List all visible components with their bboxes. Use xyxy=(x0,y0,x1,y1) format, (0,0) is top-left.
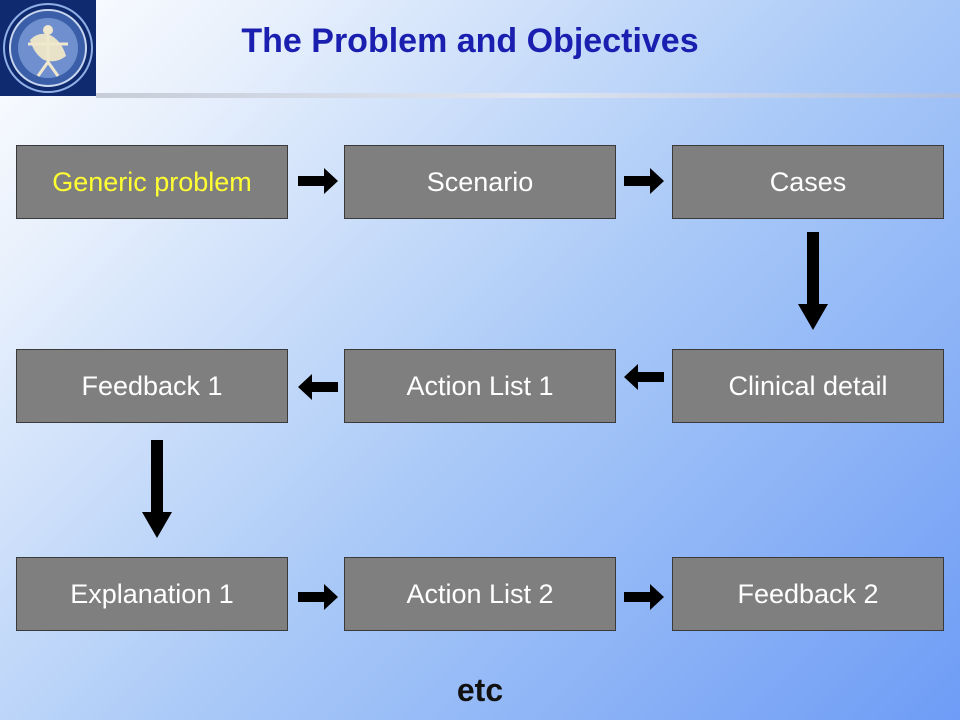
arrow-left-icon xyxy=(624,364,664,390)
title-divider xyxy=(96,93,960,98)
arrow-left-icon xyxy=(298,374,338,400)
node-cases: Cases xyxy=(672,145,944,219)
arrow-down-icon xyxy=(798,232,828,330)
arrow-right-icon xyxy=(624,584,664,610)
arrow-right-icon xyxy=(298,168,338,194)
continuation-text: etc xyxy=(456,672,504,708)
arrow-right-icon xyxy=(298,584,338,610)
node-clinical-detail: Clinical detail xyxy=(672,349,944,423)
slide-title: The Problem and Objectives xyxy=(241,22,699,60)
node-action-list-1: Action List 1 xyxy=(344,349,616,423)
consortium-logo xyxy=(0,0,96,96)
node-feedback-1: Feedback 1 xyxy=(16,349,288,423)
node-generic-problem: Generic problem xyxy=(16,145,288,219)
arrow-right-icon xyxy=(624,168,664,194)
node-explanation-1: Explanation 1 xyxy=(16,557,288,631)
node-action-list-2: Action List 2 xyxy=(344,557,616,631)
node-scenario: Scenario xyxy=(344,145,616,219)
vitruvian-globe-logo-icon xyxy=(0,0,96,96)
arrow-down-icon xyxy=(142,440,172,538)
node-feedback-2: Feedback 2 xyxy=(672,557,944,631)
